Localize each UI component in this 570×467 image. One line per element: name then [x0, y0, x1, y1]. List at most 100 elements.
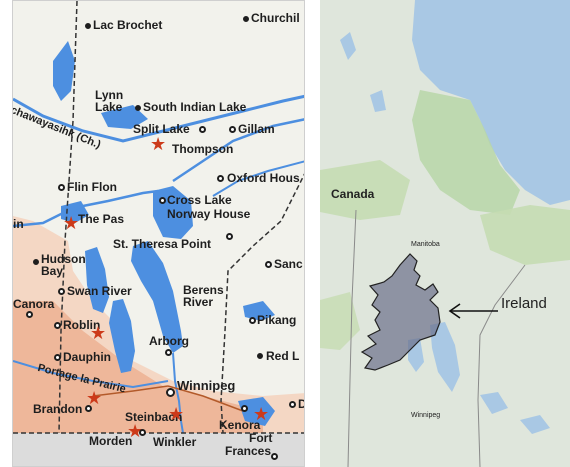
province-label: Manitoba: [411, 241, 440, 248]
forest-patch: [480, 205, 570, 265]
left-arrow-icon: [448, 303, 498, 319]
red-star-icon: ★: [90, 323, 107, 343]
place-marker: [229, 126, 236, 133]
lake-lac-seul: [243, 301, 275, 321]
assiniboine-river: [13, 360, 169, 389]
lake: [430, 322, 460, 392]
churchill-river: [13, 94, 304, 143]
lake-northwest: [53, 41, 75, 101]
place-st-theresa-point: St. Theresa Point: [113, 237, 212, 251]
saskatchewan-river: [13, 189, 159, 228]
lake: [480, 392, 508, 414]
place-thompson: Thompson: [172, 142, 234, 156]
place-marker: [33, 259, 39, 265]
lake: [520, 415, 550, 434]
red-star-icon: ★: [127, 421, 144, 441]
red-star-icon: ★: [63, 213, 80, 233]
place-steinbach: Steinbach: [125, 410, 183, 424]
place-river: River: [183, 295, 214, 309]
place-morden: Morden: [89, 434, 133, 448]
lake: [370, 90, 386, 112]
sk-mb-boundary: [58, 1, 78, 434]
place-marker: [159, 197, 166, 204]
red-star-icon: ★: [86, 388, 103, 408]
place-marker: [26, 311, 33, 318]
place-lac-brochet: Lac Brochet: [93, 18, 163, 32]
place-marker: [199, 126, 206, 133]
hayes-river: [212, 160, 304, 197]
place-marker: [58, 288, 65, 295]
place-gillam: Gillam: [238, 122, 275, 136]
lake-winnipegosis: [85, 247, 109, 313]
place-marker: [271, 453, 278, 460]
place-oxford-house: Oxford Hous: [227, 171, 300, 185]
dense-settled-region: [13, 301, 263, 433]
place-pikangikum: Pikang: [257, 313, 297, 327]
place-canora: Canora: [13, 297, 55, 311]
place-the-pas: The Pas: [78, 212, 125, 226]
place-lake: Lake: [95, 100, 123, 114]
mb-on-boundary: [220, 173, 304, 434]
place-in: in: [13, 217, 24, 231]
place-marker: [249, 317, 256, 324]
place-split-lake: Split Lake: [133, 122, 190, 136]
left-map: Lac Brochet Churchil Lynn Lake South Ind…: [12, 0, 305, 467]
right-map-base: [320, 0, 570, 467]
place-churchill: Churchil: [251, 11, 300, 25]
place-frances: Frances: [225, 444, 272, 458]
place-marker: [58, 184, 65, 191]
place-flin-flon: Flin Flon: [67, 180, 117, 194]
road-winnipeg-kenora: [167, 385, 244, 412]
lake-woods: [238, 397, 275, 426]
ireland-overlay: [360, 253, 441, 371]
left-map-base: [13, 1, 304, 466]
forest-patch: [320, 292, 360, 350]
place-marker: [165, 349, 172, 356]
place-marker: [135, 105, 141, 111]
nelson-river: [172, 118, 304, 183]
forest-patch: [412, 90, 520, 215]
place-south-indian-lake: South Indian Lake: [143, 100, 247, 114]
place-marker: [265, 261, 272, 268]
lake-manitoba: [109, 299, 135, 373]
place-cross-lake: Cross Lake: [167, 193, 232, 207]
road-winnipeg-brandon: [92, 385, 169, 397]
place-winkler: Winkler: [153, 435, 197, 449]
red-star-icon: ★: [253, 404, 270, 424]
place-brandon: Brandon: [33, 402, 83, 416]
place-winnipeg: Winnipeg: [177, 378, 236, 393]
sk-mb-boundary: [347, 209, 357, 467]
country-label: Canada: [331, 187, 375, 201]
place-marker: [85, 405, 92, 412]
ireland-annotation: Ireland: [501, 295, 547, 312]
red-star-icon: ★: [168, 404, 185, 424]
lake-southindian: [101, 105, 148, 129]
place-marker: [226, 233, 233, 240]
place-marker: [54, 322, 61, 329]
place-hudson: Hudson: [41, 252, 86, 266]
place-bay: Bay: [41, 264, 64, 278]
place-marker: [241, 405, 248, 412]
place-marker: [166, 388, 175, 397]
us-area: [13, 433, 304, 466]
place-fort: Fort: [249, 431, 273, 445]
place-arborg: Arborg: [149, 334, 189, 348]
place-dryden: D: [298, 398, 304, 410]
place-roblin: Roblin: [63, 318, 101, 332]
place-dauphin: Dauphin: [63, 350, 111, 364]
city-label: Winnipeg: [411, 412, 441, 419]
forest-patch: [320, 160, 410, 220]
lake: [340, 32, 356, 60]
place-swan-river: Swan River: [67, 284, 132, 298]
place-red-lake: Red L: [266, 349, 300, 363]
hudson-bay: [412, 0, 570, 205]
lake-winnipeg: [131, 241, 183, 353]
place-marker: [54, 354, 61, 361]
place-marker: [243, 16, 249, 22]
right-map: Canada Manitoba Winnipeg Ireland: [320, 0, 570, 467]
red-river: [172, 352, 184, 434]
mb-on-boundary: [477, 264, 526, 467]
place-marker: [217, 175, 224, 182]
place-lynn: Lynn: [95, 88, 124, 102]
place-berens: Berens: [183, 283, 224, 297]
